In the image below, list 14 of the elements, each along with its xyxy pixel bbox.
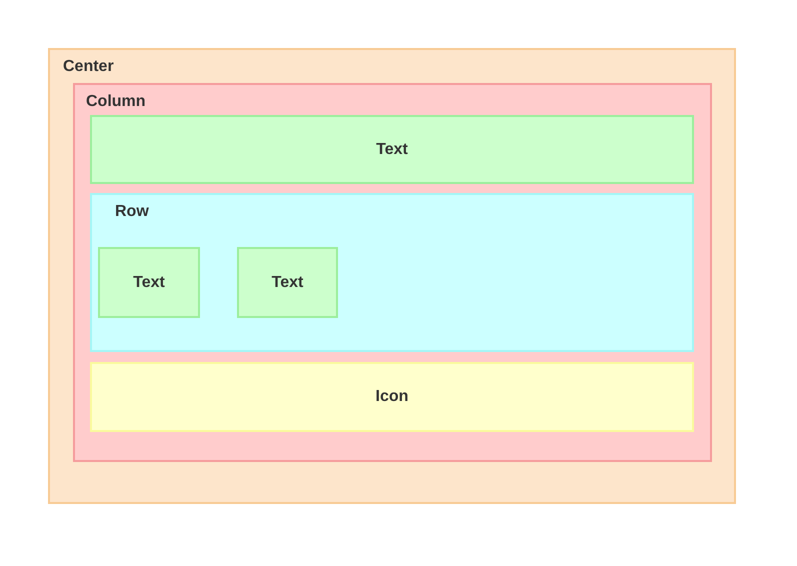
- widget-box: [237, 247, 338, 318]
- widget-box: [90, 362, 694, 432]
- layout-panel: [73, 83, 712, 462]
- panel-title: Column: [86, 93, 146, 111]
- widget-box: [98, 247, 200, 318]
- panel-title: Center: [63, 58, 114, 76]
- panel-title: Row: [115, 203, 149, 221]
- widget-label: Text: [376, 140, 408, 158]
- layout-panel: [48, 48, 736, 504]
- widget-label: Icon: [376, 388, 408, 406]
- widget-label: Text: [272, 274, 304, 292]
- widget-label: Text: [133, 274, 165, 292]
- widget-box: [90, 115, 694, 184]
- layout-panel: [90, 193, 694, 352]
